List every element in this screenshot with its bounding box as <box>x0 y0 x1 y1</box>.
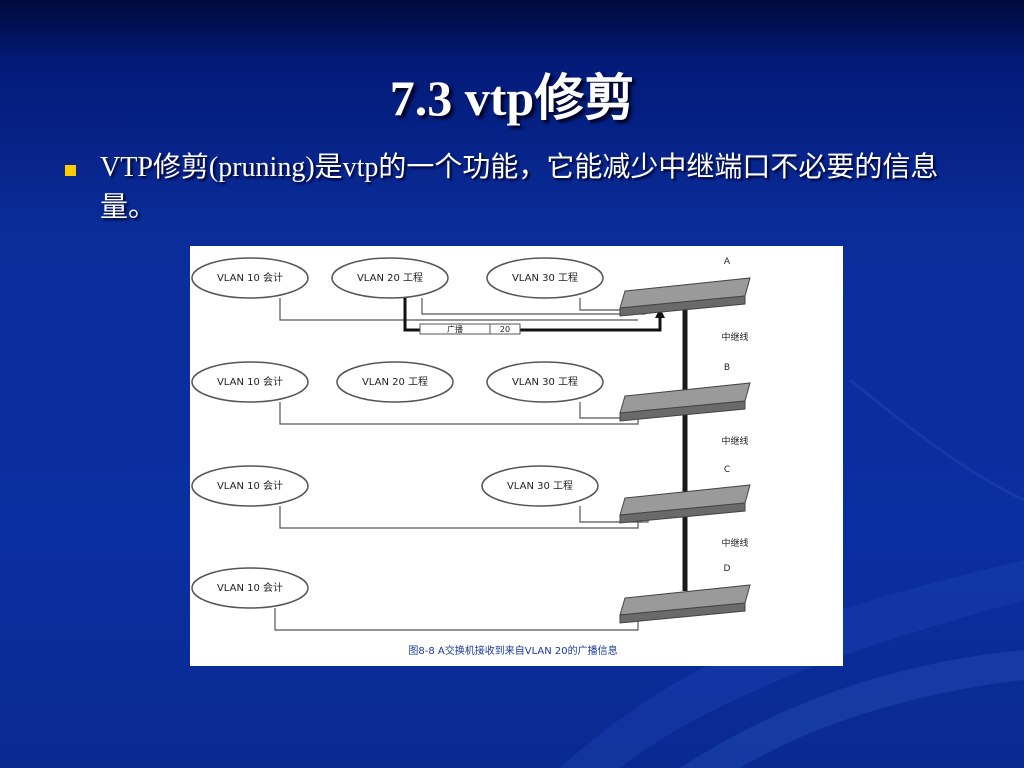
cloud: VLAN 30 工程 <box>486 257 604 299</box>
bullet-marker <box>65 165 76 176</box>
switch-d-icon <box>619 584 751 624</box>
bullet-text: VTP修剪(pruning)是vtp的一个功能，它能减少中继端口不必要的信息量。 <box>100 152 939 223</box>
switch-a-icon <box>619 277 751 317</box>
cloud: VLAN 10 会计 <box>191 361 309 403</box>
trunk-label: 中继线 <box>721 435 748 447</box>
cloud-label: VLAN 30 工程 <box>512 272 578 284</box>
cloud: VLAN 20 工程 <box>336 361 454 403</box>
cloud-label: VLAN 20 工程 <box>357 272 423 284</box>
cloud: VLAN 30 工程 <box>486 361 604 403</box>
switch-c-icon <box>619 484 751 524</box>
cloud-label: VLAN 10 会计 <box>217 375 283 388</box>
switch-label-d: D <box>724 564 731 574</box>
vtp-pruning-figure: VLAN 10 会计 VLAN 20 工程 VLAN 30 工程 广播 20 A… <box>190 246 843 666</box>
cloud-label: VLAN 10 会计 <box>217 271 283 284</box>
cloud: VLAN 30 工程 <box>481 465 599 507</box>
broadcast-vlan: 20 <box>500 325 510 334</box>
cloud: VLAN 10 会计 <box>191 567 309 609</box>
cloud: VLAN 20 工程 <box>331 257 449 299</box>
cloud-label: VLAN 30 工程 <box>512 376 578 388</box>
switch-label-b: B <box>724 363 730 373</box>
broadcast-label: 广播 <box>447 324 463 334</box>
cloud-label: VLAN 10 会计 <box>217 479 283 492</box>
slide-title: 7.3 vtp修剪 <box>389 70 635 126</box>
bullet-item: VTP修剪(pruning)是vtp的一个功能，它能减少中继端口不必要的信息量。 <box>62 148 962 228</box>
cloud: VLAN 10 会计 <box>191 465 309 507</box>
cloud-label: VLAN 10 会计 <box>217 581 283 594</box>
figure-caption: 图8-8 A交换机接收到来自VLAN 20的广播信息 <box>408 644 617 657</box>
cloud-label: VLAN 20 工程 <box>362 376 428 388</box>
switch-label-c: C <box>724 465 730 475</box>
trunk-label: 中继线 <box>721 331 748 343</box>
cloud: VLAN 10 会计 <box>191 257 309 299</box>
switch-b-icon <box>619 382 751 422</box>
switch-label-a: A <box>724 257 731 267</box>
trunk-label: 中继线 <box>721 537 748 549</box>
cloud-label: VLAN 30 工程 <box>507 480 573 492</box>
